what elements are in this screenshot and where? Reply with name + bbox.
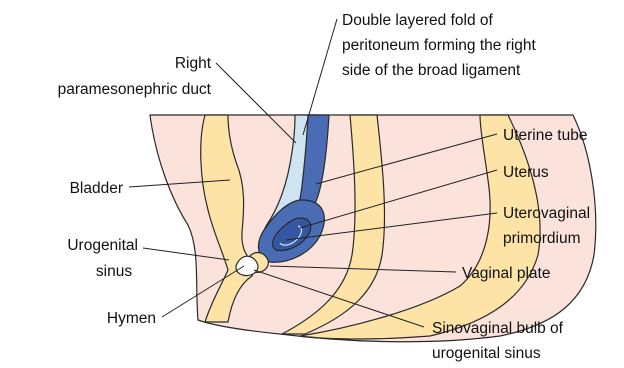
label-sinovaginal-2: urogenital sinus: [432, 345, 541, 362]
label-double-fold-3: side of the broad ligament: [342, 62, 521, 79]
label-sinovaginal-1: Sinovaginal bulb of: [432, 320, 564, 337]
label-uterus: Uterus: [503, 164, 549, 181]
label-urogenital-1: Urogenital: [67, 237, 138, 254]
label-double-fold-2: peritoneum forming the right: [342, 37, 537, 54]
label-hymen: Hymen: [107, 310, 156, 327]
label-right-duct-2: paramesonephric duct: [58, 81, 212, 98]
label-uterovaginal-2: primordium: [503, 230, 581, 247]
label-double-fold-1: Double layered fold of: [342, 12, 493, 29]
label-vaginal-plate: Vaginal plate: [462, 265, 550, 282]
label-uterovaginal-1: Uterovaginal: [503, 205, 590, 222]
label-right-duct-1: Right: [175, 55, 212, 72]
label-urogenital-2: sinus: [96, 263, 132, 280]
label-bladder: Bladder: [70, 180, 123, 197]
label-uterine-tube: Uterine tube: [503, 127, 587, 144]
